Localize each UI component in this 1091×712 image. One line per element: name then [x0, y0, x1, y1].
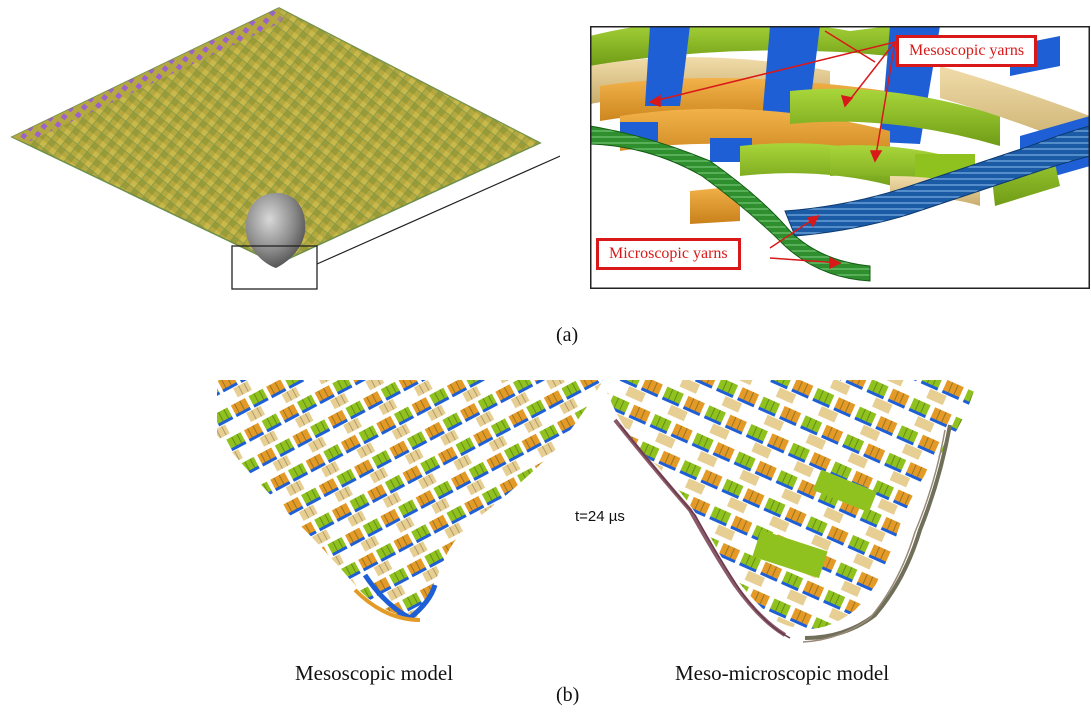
- projectile: [245, 193, 306, 268]
- fabric-sheet: [10, 7, 542, 265]
- meso-microscopic-model-deformed-fabric: [603, 380, 977, 643]
- caption-a: (a): [556, 324, 579, 346]
- caption-b: (b): [556, 684, 580, 706]
- mesoscopic-model-deformed-fabric: [217, 380, 603, 622]
- label-mesoscopic-model: Mesoscopic model: [295, 661, 454, 685]
- zoom-connector-arrow: [316, 155, 560, 265]
- time-label: t=24 µs: [575, 508, 625, 525]
- callout-arrows: [648, 30, 896, 270]
- zoom-region-box: [231, 245, 318, 290]
- fabric-overview-figure: [10, 7, 560, 290]
- yarn-detail-figure: [590, 26, 1090, 289]
- callout-microscopic-yarns: Microscopic yarns: [596, 238, 741, 270]
- microscopic-yarns-graphic: [590, 125, 1090, 282]
- label-meso-microscopic-model: Meso-microscopic model: [675, 661, 890, 685]
- deformation-comparison-figure: [217, 380, 977, 643]
- callout-mesoscopic-yarns: Mesoscopic yarns: [896, 35, 1038, 67]
